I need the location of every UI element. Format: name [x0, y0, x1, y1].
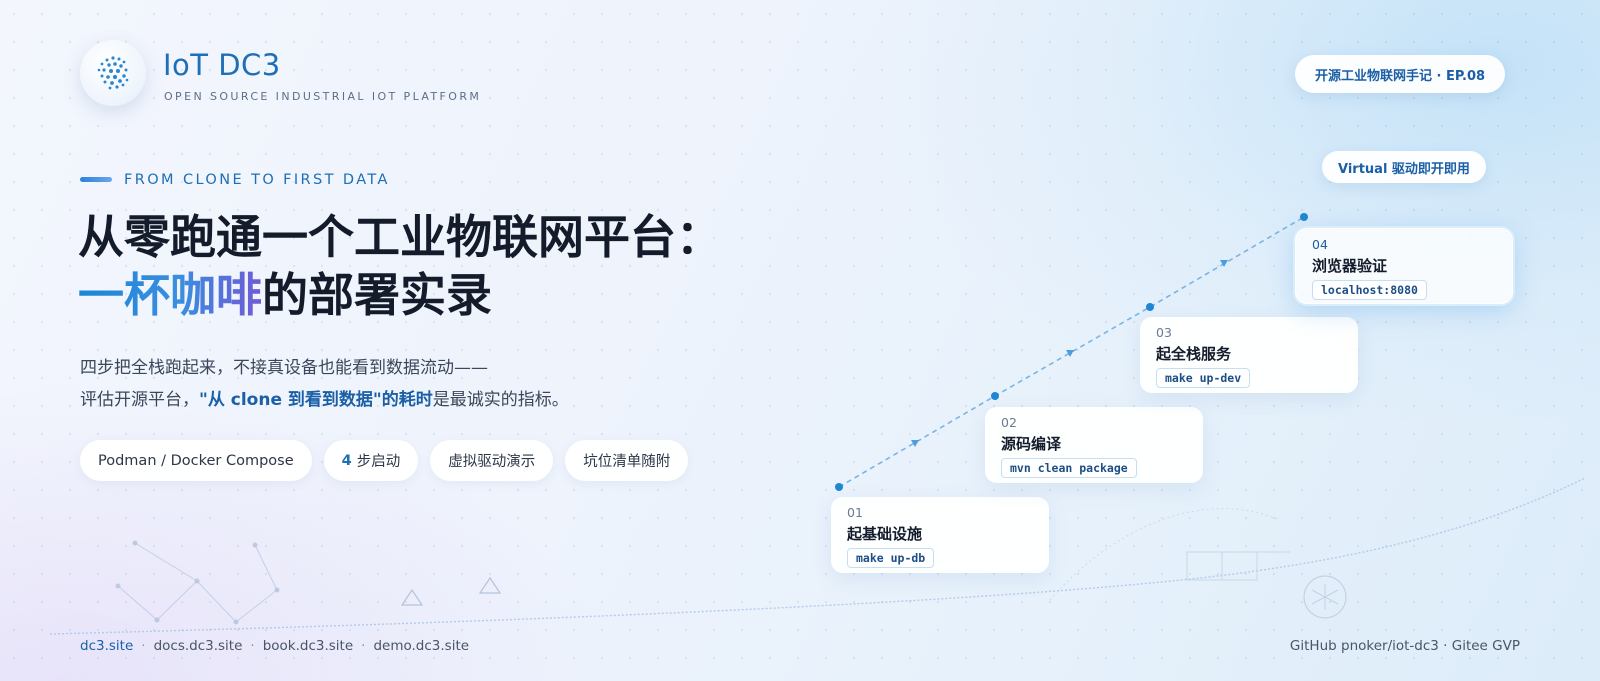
step-command: make up-db [847, 548, 935, 568]
chip-virtual-driver: 虚拟驱动演示 [430, 440, 554, 481]
step-card-2: 02 源码编译 mvn clean package [985, 407, 1203, 483]
footer-link-book[interactable]: book.dc3.site [262, 638, 354, 654]
iota-logo-icon [97, 56, 129, 90]
brand-logo [80, 40, 146, 106]
chip-steps-label: 步启动 [356, 454, 401, 470]
step-card-4: 04 浏览器验证 localhost:8080 [1295, 228, 1513, 304]
headline-line-2-rest: 的部署实录 [262, 268, 492, 322]
footer-links: dc3.site · docs.dc3.site · book.dc3.site · dem… [80, 638, 469, 654]
step-title: 源码编译 [1001, 435, 1062, 453]
subtitle-suffix: 是最诚实的指标。 [432, 390, 569, 410]
headline-accent: 一杯咖啡 [78, 268, 262, 322]
step-title: 起基础设施 [847, 525, 923, 543]
footer-repo: GitHub pnoker/iot-dc3 · Gitee GVP [1289, 638, 1520, 654]
step-title: 浏览器验证 [1312, 257, 1388, 275]
footer-link-docs[interactable]: docs.dc3.site [153, 638, 243, 654]
subtitle-line-2: 评估开源平台，"从 clone 到看到数据"的耗时是最诚实的指标。 [80, 384, 569, 416]
kicker-bar [80, 177, 112, 182]
step-number: 02 [1001, 415, 1017, 430]
step-command: make up-dev [1156, 368, 1251, 388]
step-number: 03 [1156, 325, 1172, 340]
brand-tagline: OPEN SOURCE INDUSTRIAL IOT PLATFORM [164, 90, 482, 103]
step-command: mvn clean package [1001, 458, 1137, 478]
subtitle-prefix: 评估开源平台， [80, 390, 199, 410]
headline: 从零跑通一个工业物联网平台： 一杯咖啡的部署实录 [78, 208, 722, 324]
step-command: localhost:8080 [1312, 280, 1427, 300]
chip-pitfall-list: 坑位清单随附 [565, 440, 689, 481]
footer-separator: · [141, 638, 146, 654]
step-number: 01 [847, 505, 863, 520]
step-number: 04 [1312, 237, 1328, 252]
subtitle-highlight: "从 clone 到看到数据"的耗时 [199, 390, 433, 410]
subtitle: 四步把全栈跑起来，不接真设备也能看到数据流动—— 评估开源平台，"从 clone… [80, 352, 569, 416]
headline-line-1: 从零跑通一个工业物联网平台： [78, 210, 722, 264]
footer-link-demo[interactable]: demo.dc3.site [373, 638, 470, 654]
footer-separator: · [250, 638, 255, 654]
chip-steps-count: 4 [341, 452, 352, 469]
headline-line-2: 一杯咖啡的部署实录 [78, 266, 722, 324]
step-card-3: 03 起全栈服务 make up-dev [1140, 317, 1358, 393]
episode-badge: 开源工业物联网手记 · EP.08 [1295, 55, 1506, 93]
step-card-1: 01 起基础设施 make up-db [831, 497, 1049, 573]
footer-link-site[interactable]: dc3.site [80, 638, 134, 654]
subtitle-line-1: 四步把全栈跑起来，不接真设备也能看到数据流动—— [80, 358, 488, 378]
brand-name: IoT DC3 [163, 48, 281, 82]
kicker-label: FROM CLONE TO FIRST DATA [124, 172, 390, 188]
virtual-driver-badge: Virtual 驱动即开即用 [1322, 151, 1486, 183]
footer-separator: · [361, 638, 366, 654]
step-title: 起全栈服务 [1156, 345, 1232, 363]
chip-container-runtime: Podman / Docker Compose [80, 440, 312, 481]
